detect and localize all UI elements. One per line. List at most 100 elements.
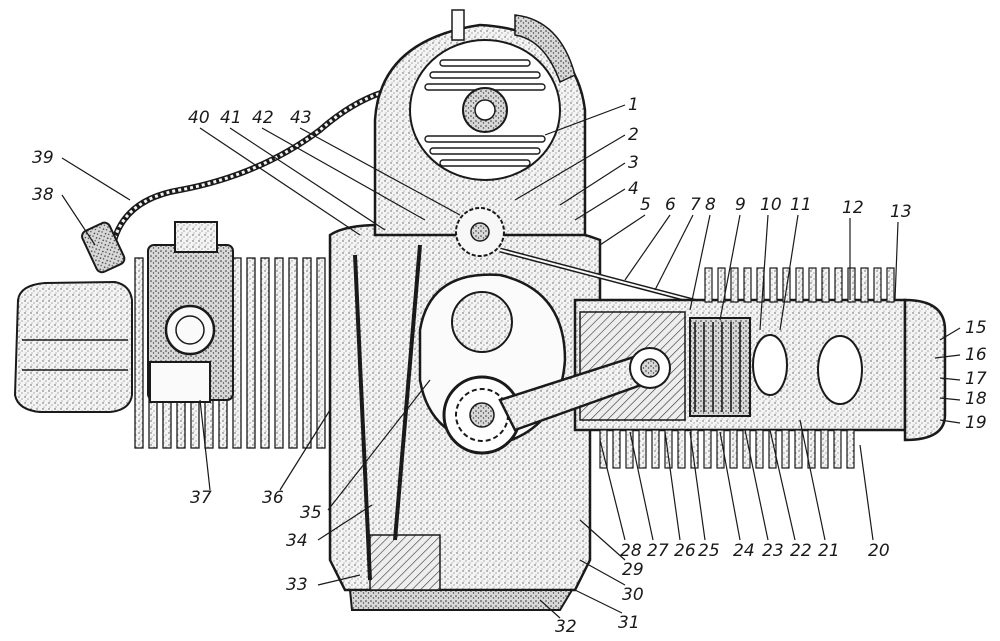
leader-line bbox=[939, 327, 961, 341]
part-label-20: 20 bbox=[868, 541, 890, 561]
part-label-31: 31 bbox=[618, 613, 640, 633]
part-label-25: 25 bbox=[698, 541, 720, 561]
part-label-13: 13 bbox=[890, 202, 912, 222]
part-label-23: 23 bbox=[762, 541, 784, 561]
part-label-18: 18 bbox=[965, 389, 987, 409]
part-label-27: 27 bbox=[647, 541, 669, 561]
part-label-28: 28 bbox=[620, 541, 642, 561]
part-label-2: 2 bbox=[628, 125, 639, 145]
cylinder-fin bbox=[834, 267, 843, 303]
leader-line bbox=[199, 399, 211, 491]
leader-line bbox=[579, 559, 626, 586]
cylinder-fin bbox=[703, 429, 712, 469]
cylinder-fin bbox=[232, 257, 242, 449]
cylinder-fin bbox=[860, 267, 869, 303]
leader-line bbox=[574, 188, 626, 221]
cylinder-fin bbox=[599, 429, 608, 469]
part-label-8: 8 bbox=[705, 195, 716, 215]
leader-line bbox=[629, 431, 654, 541]
vent-slot bbox=[439, 159, 531, 167]
part-label-6: 6 bbox=[665, 195, 676, 215]
leader-line bbox=[939, 377, 961, 381]
camshaft-gear bbox=[455, 207, 505, 257]
leader-line bbox=[229, 127, 386, 231]
leader-line bbox=[539, 599, 561, 619]
part-label-38: 38 bbox=[32, 185, 54, 205]
leader-line bbox=[579, 519, 626, 561]
cylinder-fin bbox=[795, 267, 804, 303]
leader-line bbox=[799, 419, 826, 541]
cylinder-fin bbox=[612, 429, 621, 469]
leader-line bbox=[514, 134, 626, 201]
cylinder-fin bbox=[768, 429, 777, 469]
cylinder-fin bbox=[847, 267, 856, 303]
part-label-37: 37 bbox=[190, 488, 212, 508]
leader-line bbox=[769, 429, 796, 541]
leader-lines bbox=[61, 104, 961, 619]
part-label-43: 43 bbox=[290, 108, 312, 128]
cylinder-fin bbox=[246, 257, 256, 449]
leader-line bbox=[279, 409, 331, 491]
part-label-3: 3 bbox=[628, 153, 639, 173]
part-label-10: 10 bbox=[760, 195, 782, 215]
part-label-26: 26 bbox=[674, 541, 696, 561]
leader-line bbox=[689, 214, 711, 311]
cylinder-fin bbox=[288, 257, 298, 449]
part-label-1: 1 bbox=[628, 95, 639, 115]
part-label-42: 42 bbox=[252, 108, 274, 128]
cylinder-fin bbox=[664, 429, 673, 469]
cylinder-fin bbox=[651, 429, 660, 469]
leader-line bbox=[719, 431, 741, 541]
leader-line bbox=[939, 419, 961, 424]
part-label-16: 16 bbox=[965, 345, 987, 365]
part-label-33: 33 bbox=[286, 575, 308, 595]
cylinder-fin bbox=[716, 429, 725, 469]
cylinder-fin bbox=[742, 429, 751, 469]
leader-line bbox=[61, 194, 96, 246]
part-label-11: 11 bbox=[790, 195, 812, 215]
leader-line bbox=[261, 127, 426, 221]
part-label-39: 39 bbox=[32, 148, 54, 168]
vent-slot bbox=[429, 71, 541, 79]
right-cylinder-fins bbox=[599, 267, 895, 469]
leader-line bbox=[327, 379, 431, 511]
cylinder-fin bbox=[756, 267, 765, 303]
leader-line bbox=[664, 431, 681, 541]
piston-rings bbox=[694, 322, 741, 412]
cylinder-fin bbox=[820, 429, 829, 469]
cylinder-fin bbox=[638, 429, 647, 469]
part-label-36: 36 bbox=[262, 488, 284, 508]
cylinder-fin bbox=[274, 257, 284, 449]
vent-slot bbox=[439, 59, 531, 67]
cylinder-fin bbox=[794, 429, 803, 469]
leader-line bbox=[654, 214, 694, 291]
part-label-30: 30 bbox=[622, 585, 644, 605]
leader-line bbox=[317, 574, 361, 586]
cylinder-fin bbox=[781, 429, 790, 469]
part-label-7: 7 bbox=[690, 195, 701, 215]
cylinder-fin bbox=[769, 267, 778, 303]
cylinder-fin bbox=[873, 267, 882, 303]
cylinder-fin bbox=[743, 267, 752, 303]
cover-vent-slots bbox=[424, 59, 546, 167]
leader-line bbox=[61, 157, 131, 201]
part-label-19: 19 bbox=[965, 413, 987, 433]
part-label-21: 21 bbox=[818, 541, 840, 561]
cylinder-fin bbox=[808, 267, 817, 303]
leader-line bbox=[939, 397, 961, 401]
part-label-17: 17 bbox=[965, 369, 987, 389]
part-label-41: 41 bbox=[220, 108, 242, 128]
part-label-29: 29 bbox=[622, 560, 644, 580]
cylinder-fin bbox=[886, 267, 895, 303]
part-label-12: 12 bbox=[842, 198, 864, 218]
part-labels: 1 2 3 4 5 6 7 8 9 10 11 12 13 15 16 17 1… bbox=[32, 95, 987, 637]
cylinder-fin bbox=[755, 429, 764, 469]
part-label-32: 32 bbox=[555, 617, 577, 637]
leader-line bbox=[317, 504, 373, 541]
cylinder-fin bbox=[846, 429, 855, 469]
part-label-5: 5 bbox=[640, 195, 651, 215]
leader-line bbox=[544, 104, 626, 136]
cylinder-fin bbox=[704, 267, 713, 303]
